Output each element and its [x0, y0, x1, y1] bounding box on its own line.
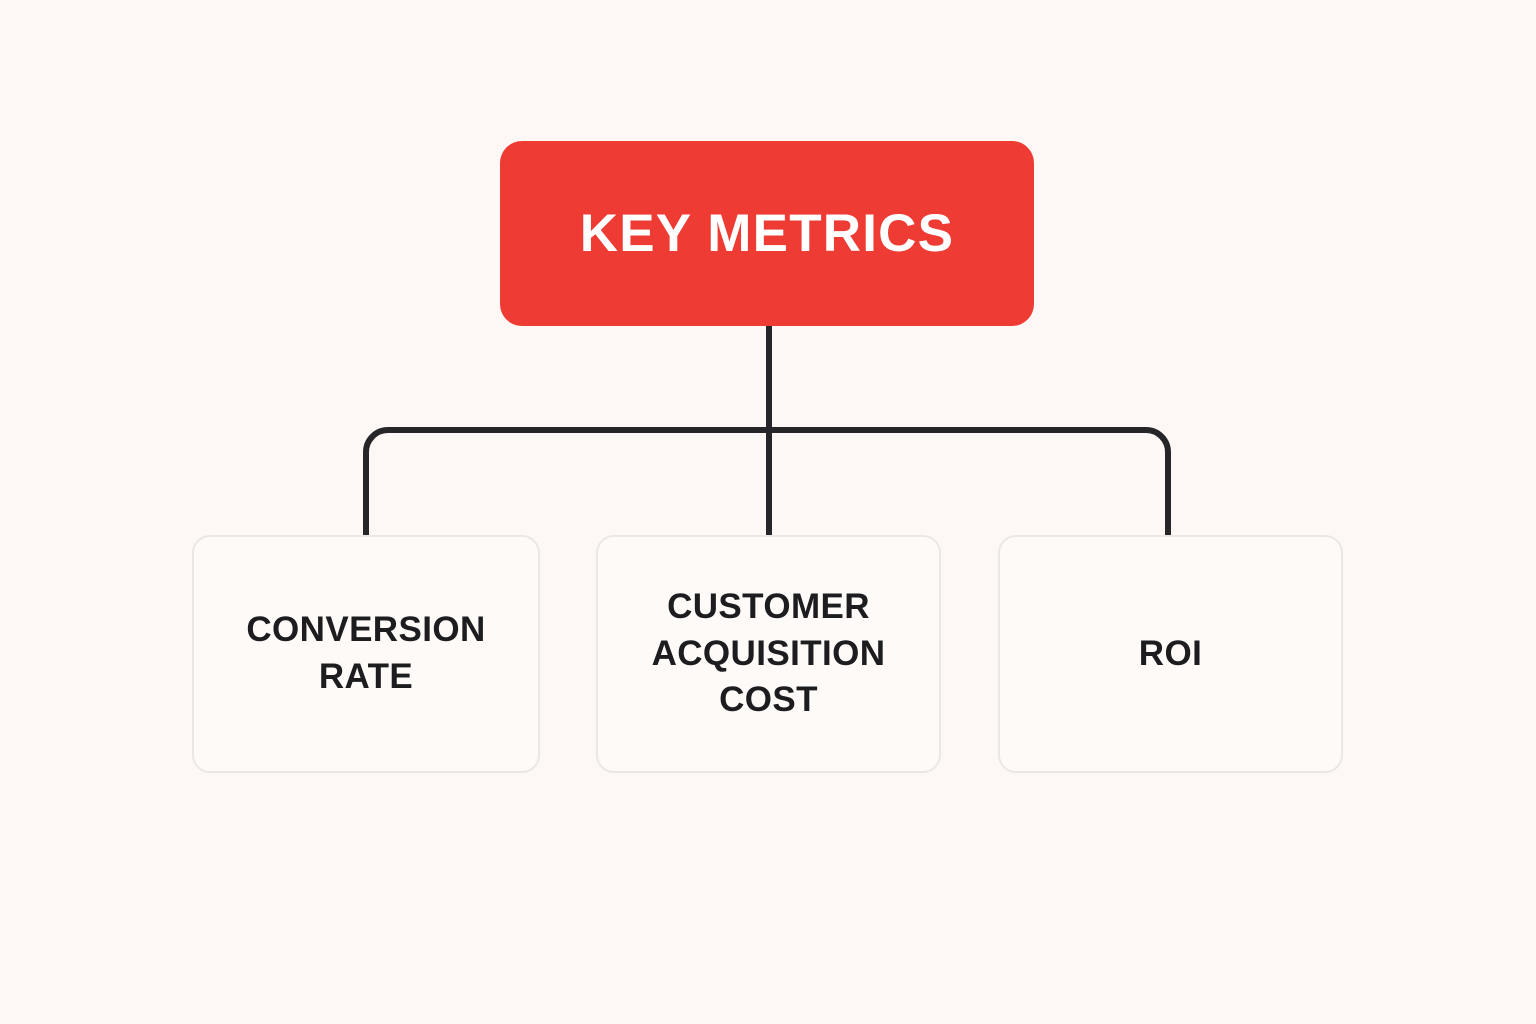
node-label-child-1: CUSTOMER ACQUISITION COST: [651, 586, 886, 720]
node-key-metrics[interactable]: KEY METRICS: [500, 141, 1034, 326]
node-label-child-2: ROI: [1138, 633, 1203, 673]
node-roi[interactable]: ROI: [998, 535, 1343, 773]
node-label-child-0: CONVERSION RATE: [246, 610, 486, 696]
connector-branch-right: [769, 427, 1171, 535]
node-conversion-rate[interactable]: CONVERSION RATE: [192, 535, 540, 773]
node-customer-acquisition-cost[interactable]: CUSTOMER ACQUISITION COST: [596, 535, 941, 773]
connector-branch-left: [363, 427, 769, 535]
node-label-root: KEY METRICS: [579, 203, 955, 263]
